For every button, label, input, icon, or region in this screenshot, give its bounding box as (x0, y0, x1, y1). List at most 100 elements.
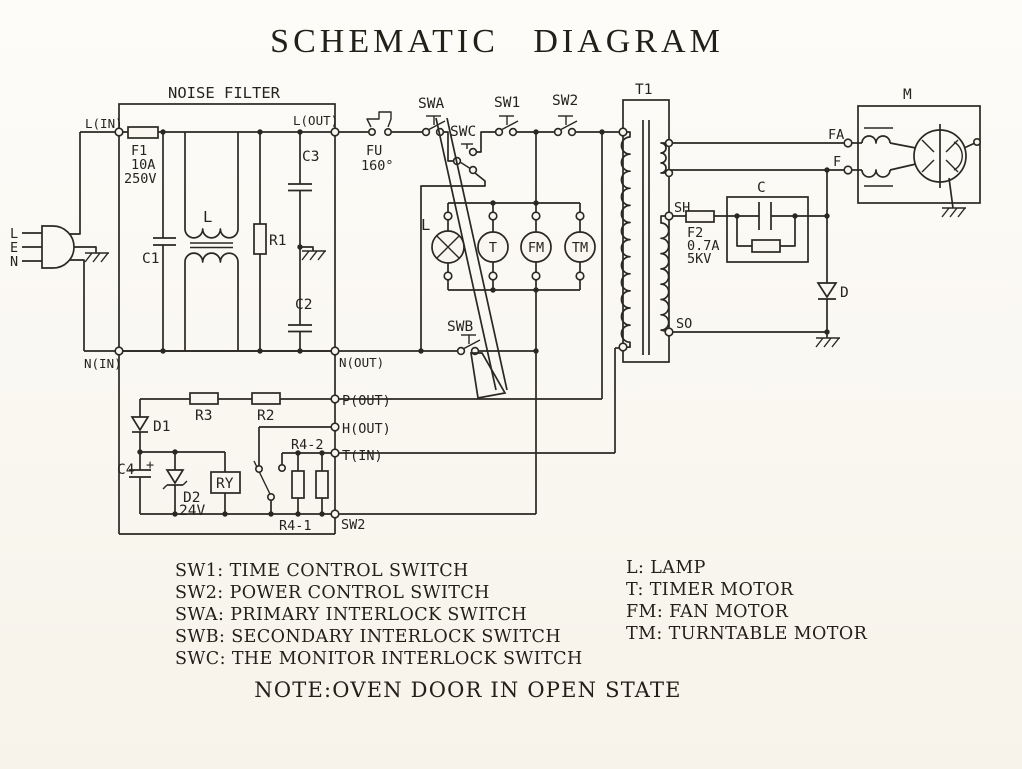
noise-filter-label: NOISE FILTER (168, 84, 281, 102)
magnetron-icon (857, 105, 981, 209)
zener-d2-icon (162, 452, 188, 514)
resistor-r4-1-label: R4-1 (279, 518, 312, 534)
terminal-so-label: SO (676, 316, 692, 332)
legend-fan: FM: FAN MOTOR (626, 602, 789, 622)
capacitor-c4-icon (129, 469, 151, 514)
earth-ground-icon (84, 252, 110, 263)
terminal-n-in-label: N(IN) (84, 356, 122, 371)
legend-swa: SWA: PRIMARY INTERLOCK SWITCH (175, 605, 527, 625)
legend-sw1: SW1: TIME CONTROL SWITCH (175, 561, 469, 581)
fuse-f2-current: 0.7A (687, 238, 720, 254)
ac-plug-section: L E N (10, 132, 110, 351)
diode-d1-label: D1 (153, 419, 170, 435)
turntable-motor-label: TM (572, 240, 588, 256)
legend-timer: T: TIMER MOTOR (626, 580, 794, 600)
relay-contact-icon (253, 460, 286, 514)
fuse-f2-voltage: 5KV (687, 251, 711, 267)
hv-capacitor-label: C (757, 180, 766, 196)
sw2-top-label: SW2 (552, 93, 578, 109)
resistor-r2-icon (251, 392, 281, 405)
legend-section: SW1: TIME CONTROL SWITCH SW2: POWER CONT… (175, 558, 868, 669)
capacitor-c1-label: C1 (142, 251, 159, 267)
magnetron-label: M (903, 87, 912, 103)
wiring (80, 131, 623, 535)
fuse-f1-icon (127, 126, 159, 139)
lamp-label: L (421, 216, 430, 234)
timer-motor-icon: T (477, 231, 509, 263)
fuse-f1-label: F1 (131, 143, 147, 159)
capacitor-c4-label: C4 (117, 462, 135, 478)
turntable-motor-icon: TM (564, 231, 596, 263)
magnetron-ground-icon (941, 207, 967, 218)
capacitor-c4-polarity: + (146, 457, 154, 473)
thermal-fuse-fu-label: FU (366, 143, 382, 159)
fan-motor-icon: FM (520, 231, 552, 263)
load-section: L T FM TM (421, 211, 596, 281)
resistor-r3-icon (189, 392, 219, 405)
transformer-t1-label: T1 (635, 82, 652, 98)
junction-dots (137, 129, 830, 517)
terminal-l-in-label: L(IN) (85, 116, 123, 131)
legend-swc: SWC: THE MONITOR INTERLOCK SWITCH (175, 649, 583, 669)
note-text: NOTE:OVEN DOOR IN OPEN STATE (254, 678, 681, 702)
legend-turntable: TM: TURNTABLE MOTOR (626, 624, 868, 644)
label-line: L (10, 226, 18, 242)
terminal-fa-label: FA (828, 127, 844, 143)
resistor-r4-1-icon (315, 453, 329, 514)
label-earth: E (10, 240, 18, 256)
page-title: SCHEMATIC DIAGRAM (270, 23, 724, 60)
sw2-switch-icon (553, 115, 578, 137)
capacitor-c1-icon (153, 132, 176, 351)
fuse-f1-current: 10A (131, 157, 155, 173)
oven-door-icon (435, 117, 508, 399)
capacitor-c3-label: C3 (302, 149, 319, 165)
thermal-fuse-fu-temp: 160° (361, 158, 394, 174)
legend-lamp: L: LAMP (626, 558, 706, 578)
resistor-r4-2-icon (291, 453, 305, 514)
interlock-switch-section: FU 160° SWA SW1 SW2 SWB SWC (361, 93, 578, 399)
swa-switch-icon (421, 115, 446, 137)
hv-diode-label: D (840, 285, 849, 301)
noise-filter-border (118, 103, 336, 352)
hv-capacitor-icon (726, 196, 809, 263)
noise-filter-section: NOISE FILTER (84, 84, 384, 371)
terminals (114, 127, 340, 519)
terminal-t-in-label: T(IN) (342, 448, 383, 464)
hv-diode-icon (816, 170, 838, 332)
relay-ry-icon (210, 452, 241, 514)
capacitor-c2-label: C2 (295, 297, 312, 313)
relay-ry-label: RY (216, 476, 234, 492)
choke-l-icon (184, 132, 239, 351)
filter-ground-icon (301, 250, 327, 261)
sw1-label: SW1 (494, 95, 520, 111)
legend-sw2: SW2: POWER CONTROL SWITCH (175, 583, 490, 603)
terminal-l-out-label: L(OUT) (293, 113, 338, 128)
lamp-icon (431, 230, 465, 264)
resistor-r1-label: R1 (269, 233, 286, 249)
fuse-f1-voltage: 250V (124, 171, 157, 187)
fan-motor-label: FM (528, 240, 544, 256)
sw1-switch-icon (494, 115, 519, 137)
legend-swb: SWB: SECONDARY INTERLOCK SWITCH (175, 627, 561, 647)
fuse-f2-label: F2 (687, 225, 703, 241)
hv-ground-icon (815, 337, 841, 348)
terminal-sw2-label: SW2 (341, 517, 365, 533)
zener-d2-label: D2 (183, 490, 200, 506)
swc-switch-icon (452, 143, 478, 175)
control-board-section: D1 C4 + D2 24V RY (117, 392, 391, 534)
terminal-h-out-label: H(OUT) (342, 421, 391, 437)
zener-d2-voltage: 24V (179, 503, 205, 519)
swb-label: SWB (447, 319, 473, 335)
hv-transformer-section: T1 SH SO FA F F2 0.7A 5KV C (618, 82, 981, 363)
plug-icon (41, 225, 75, 269)
transformer-t1-icon (620, 99, 670, 363)
resistor-r4-2-label: R4-2 (291, 437, 324, 453)
swb-switch-icon (456, 334, 481, 356)
resistor-r2-label: R2 (257, 408, 274, 424)
resistor-r3-label: R3 (195, 408, 212, 424)
terminal-f-label: F (833, 154, 841, 170)
timer-motor-label: T (489, 240, 497, 256)
swa-label: SWA (418, 96, 444, 112)
choke-l-label: L (203, 208, 212, 226)
